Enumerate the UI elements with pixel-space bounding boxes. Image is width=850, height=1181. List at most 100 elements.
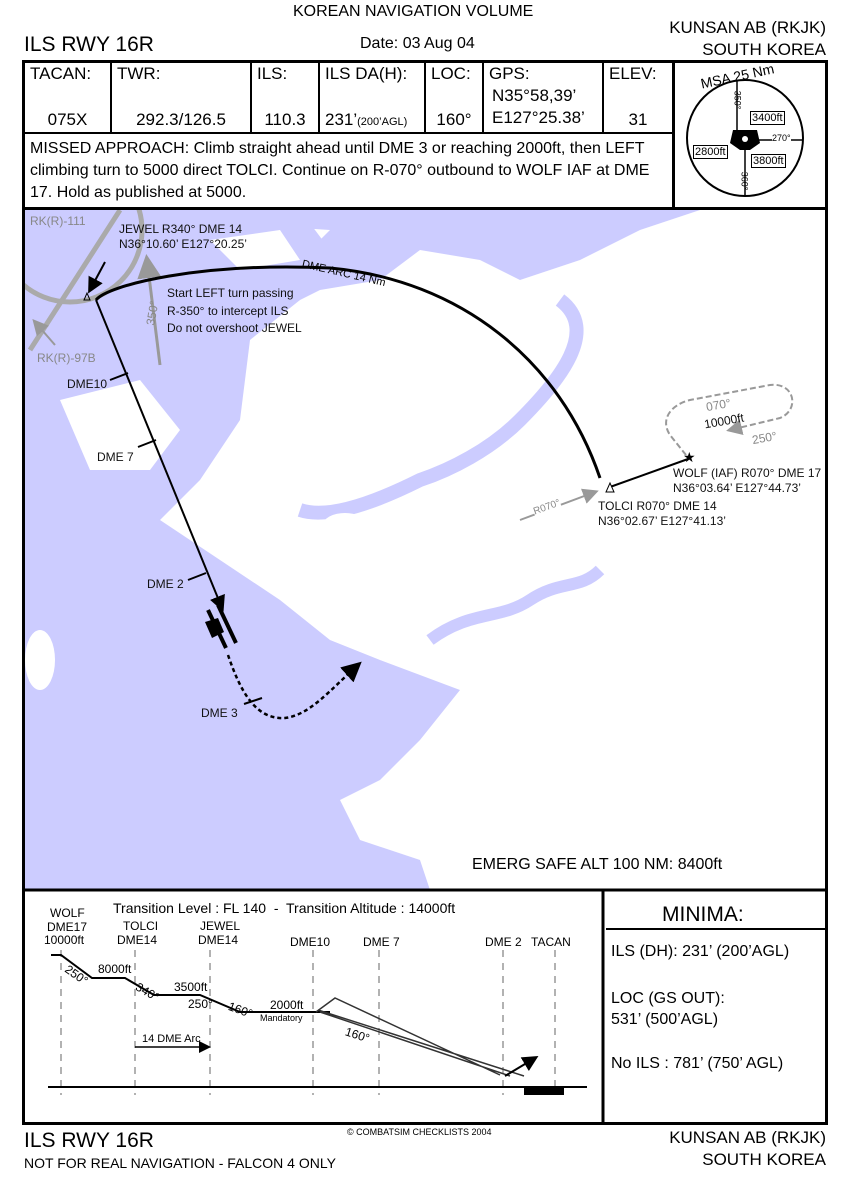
profile-alt-3500: 3500ft (174, 980, 208, 994)
river (426, 565, 605, 645)
elev-label: ELEV: (609, 64, 657, 83)
ils-da-cell: ILS DA(H): 231’(200’AGL) (320, 62, 426, 132)
country-name: SOUTH KOREA (702, 40, 826, 59)
twr-cell: TWR: 292.3/126.5 (112, 62, 252, 132)
dme10-label: DME10 (67, 377, 108, 391)
elev-value: 31 (628, 110, 648, 129)
msa-sector-se: 3800ft (751, 154, 786, 168)
missed-approach-text: MISSED APPROACH: Climb straight ahead un… (30, 140, 650, 201)
minima-title: MINIMA: (662, 903, 744, 926)
dme3-label: DME 3 (201, 706, 238, 720)
profile-wolf-dme: DME17 (47, 920, 88, 934)
tolci-fix-icon (605, 481, 615, 493)
tacan-label: TACAN: (30, 64, 92, 83)
divider (606, 928, 825, 930)
ils-cell: ILS: 110.3 (252, 62, 320, 132)
gps-lon: E127°25.38’ (492, 108, 585, 127)
elev-cell: ELEV: 31 (604, 62, 672, 132)
minima-loc-value: 531’ (500’AGL) (611, 1011, 719, 1028)
profile-dme2: DME 2 (485, 935, 522, 949)
minima-loc-label: LOC (GS OUT): (611, 990, 725, 1007)
profile-tacan: TACAN (531, 935, 571, 949)
profile-hdg-250b: 250° (188, 997, 213, 1011)
procedure-title: ILS RWY 16R (24, 33, 154, 56)
missed-approach-path (226, 654, 362, 720)
wolf-fix-icon: ★ (683, 449, 696, 465)
land-patch (60, 380, 180, 470)
minima-ils: ILS (DH): 231’ (200’AGL) (611, 943, 790, 960)
water-area (25, 210, 460, 890)
twr-value: 292.3/126.5 (136, 110, 226, 129)
profile-wolf: WOLF (50, 906, 85, 920)
profile-alt-8000: 8000ft (98, 962, 132, 976)
tolci-coords: N36°02.67’ E127°41.13’ (598, 514, 726, 528)
gps-cell: GPS: N35°58,39’ E127°25.38’ (484, 62, 604, 132)
final-approach-track (95, 299, 225, 612)
profile-dme-arc: 14 DME Arc (142, 1033, 201, 1045)
tacan-icon (205, 618, 224, 638)
loc-cell: LOC: 160° (426, 62, 484, 132)
footer-country: SOUTH KOREA (702, 1150, 826, 1169)
volume-title: KOREAN NAVIGATION VOLUME (293, 3, 534, 20)
ils-da-label: ILS DA(H): (325, 64, 408, 83)
profile-wolf-alt: 10000ft (44, 933, 85, 947)
ils-label: ILS: (257, 64, 288, 83)
msa-sector-ne: 3400ft (750, 111, 785, 125)
chart-date: Date: 03 Aug 04 (360, 35, 475, 52)
descent-profile (51, 954, 330, 1013)
wolf-coords: N36°03.64’ E127°44.73’ (673, 481, 801, 495)
msa-radial-360: 360° (739, 171, 750, 191)
profile-tolci-dme: DME14 (117, 933, 158, 947)
footer-procedure: ILS RWY 16R (24, 1129, 154, 1152)
tacan-cell: TACAN: 075X (25, 62, 112, 132)
restricted-111-label: RK(R)-111 (30, 214, 86, 228)
emergency-safe-altitude: EMERG SAFE ALT 100 NM: 8400ft (472, 856, 723, 873)
footer-airport: KUNSAN AB (RKJK) (669, 1128, 826, 1147)
restricted-97b-label: RK(R)-97B (37, 351, 96, 365)
loc-label: LOC: (431, 64, 471, 83)
jewel-coords: N36°10.60’ E127°20.25’ (119, 237, 247, 251)
ils-da-value: 231’ (325, 110, 358, 129)
dme2-label: DME 2 (147, 577, 184, 591)
land-patch (210, 230, 300, 270)
runway-block (524, 1087, 564, 1095)
minima-no-ils: No ILS : 781’ (750’ AGL) (611, 1055, 784, 1072)
chart-frame (22, 60, 828, 1125)
river (297, 294, 584, 520)
twr-label: TWR: (117, 64, 161, 83)
profile-dme7: DME 7 (363, 935, 400, 949)
divider (672, 60, 675, 210)
restricted-area-circle (25, 210, 145, 305)
gps-lat: N35°58,39’ (492, 86, 577, 105)
tacan-value: 075X (47, 110, 88, 129)
footer-copyright: © COMBATSIM CHECKLISTS 2004 (347, 1127, 492, 1137)
msa-sector-w: 2800ft (693, 145, 728, 159)
footer-disclaimer: NOT FOR REAL NAVIGATION - FALCON 4 ONLY (24, 1155, 336, 1171)
holding-pattern (665, 383, 794, 456)
divider (22, 132, 674, 134)
water-area (25, 210, 700, 330)
turn-note-2: R-350° to intercept ILS (167, 304, 289, 318)
profile-tolci: TOLCI (123, 919, 159, 933)
profile-jewel-dme: DME14 (198, 933, 239, 947)
glideslope (315, 997, 525, 1077)
profile-mandatory: Mandatory (260, 1013, 303, 1023)
profile-dme10: DME10 (290, 935, 331, 949)
ils-da-agl: (200’AGL) (357, 116, 408, 128)
turn-note-1: Start LEFT turn passing (167, 286, 294, 300)
msa-radial-350: 350° (732, 90, 743, 110)
dme-arc (94, 265, 602, 479)
tolci-label: TOLCI R070° DME 14 (598, 499, 717, 513)
profile-guides (60, 950, 556, 1095)
msa-radial-270: 270° (772, 133, 791, 143)
transition-info: Transition Level : FL 140 - Transition A… (113, 900, 456, 916)
wolf-label: WOLF (IAF) R070° DME 17 (673, 466, 822, 480)
divider (22, 207, 828, 210)
ils-value: 110.3 (264, 110, 306, 129)
jewel-fix-icon (83, 291, 91, 301)
profile-jewel: JEWEL (200, 919, 241, 933)
jewel-label: JEWEL R340° DME 14 (119, 222, 243, 236)
dme7-label: DME 7 (97, 450, 134, 464)
loc-value: 160° (436, 110, 472, 129)
